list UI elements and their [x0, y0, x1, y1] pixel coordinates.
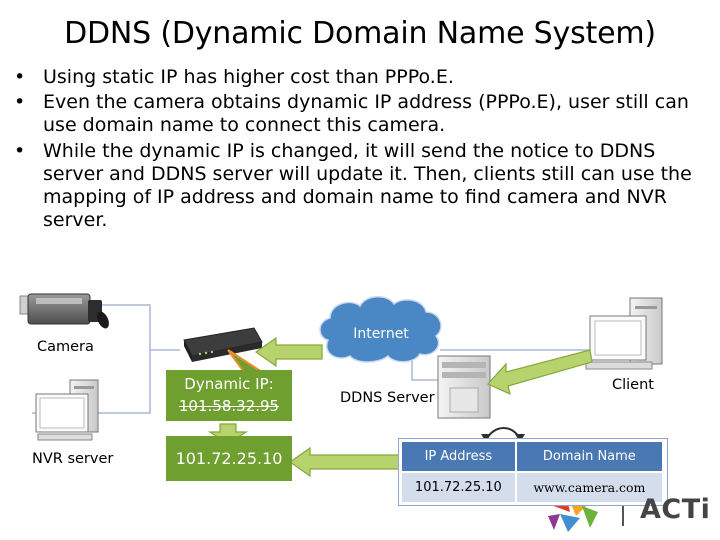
camera-icon: [19, 293, 109, 329]
bullet-item: • While the dynamic IP is changed, it wi…: [12, 140, 707, 233]
bullet-item: • Using static IP has higher cost than P…: [12, 66, 707, 89]
new-ip-box: 101.72.25.10: [166, 436, 292, 481]
bullet-dot: •: [14, 91, 26, 114]
cloud-icon: [319, 296, 442, 363]
bullet-text: Using static IP has higher cost than PPP…: [43, 66, 454, 88]
slide-title: DDNS (Dynamic Domain Name System): [64, 16, 656, 51]
bullet-dot: •: [14, 66, 26, 88]
table-row: 101.72.25.10 www.camera.com: [400, 471, 665, 504]
table-cell-ip: 101.72.25.10: [400, 471, 517, 504]
computer-icon: [585, 297, 663, 370]
table-header: IP Address: [400, 440, 517, 473]
router-icon: [183, 327, 263, 362]
table-header: Domain Name: [514, 440, 665, 473]
client-label: Client: [612, 377, 654, 393]
computer-icon: [35, 379, 99, 441]
bullet-item: • Even the camera obtains dynamic IP add…: [12, 91, 707, 137]
nvr-label: NVR server: [32, 451, 114, 467]
bullet-text: Even the camera obtains dynamic IP addre…: [43, 91, 689, 137]
ddns-server-label: DDNS Server: [340, 390, 435, 406]
bullet-dot: •: [14, 139, 26, 162]
bullet-list: • Using static IP has higher cost than P…: [12, 66, 707, 234]
mapping-table: IP Address Domain Name 101.72.25.10 www.…: [400, 440, 665, 504]
bullet-text: While the dynamic IP is changed, it will…: [43, 139, 692, 232]
camera-label: Camera: [37, 339, 94, 355]
line-cloud-ddns: [411, 352, 438, 381]
arrow-router-internet: [254, 336, 323, 368]
table-cell-domain: www.camera.com: [514, 471, 665, 504]
acti-logo-text: ACTi: [640, 494, 711, 525]
internet-label: Internet: [353, 326, 409, 342]
arrow-client-ddns: [487, 349, 593, 396]
dynamic-ip-box: Dynamic IP: 101.58.32.95: [166, 370, 292, 421]
old-ip-value: 101.58.32.95: [178, 397, 280, 415]
arrow-newip-ddns: [288, 446, 403, 478]
server-icon: [437, 355, 491, 419]
dynamic-ip-label: Dynamic IP:: [184, 375, 274, 393]
